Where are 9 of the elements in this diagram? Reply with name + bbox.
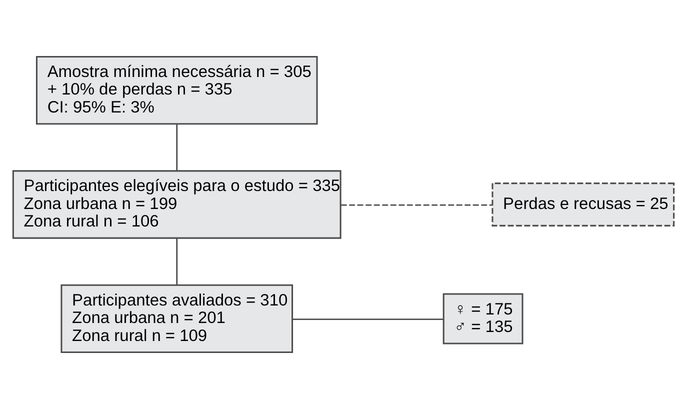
connector — [176, 238, 178, 285]
node-box: Participantes avaliados = 310 Zona urbana n = 201 Zona rural n = 109 — [60, 284, 294, 354]
connector — [292, 318, 444, 320]
node-box: Amostra mínima necessária n = 305 + 10% de perdas n = 335 CI: 95% E: 3% — [36, 56, 318, 125]
node-box: Participantes elegíveis para o estudo = 335 Zona urbana n = 199 Zona rural n = 106 — [12, 170, 342, 239]
connector — [176, 124, 178, 171]
node-box: ♀ = 175 ♂ = 135 — [442, 293, 524, 344]
connector — [340, 204, 492, 206]
node-box: Perdas e recusas = 25 — [492, 182, 675, 226]
